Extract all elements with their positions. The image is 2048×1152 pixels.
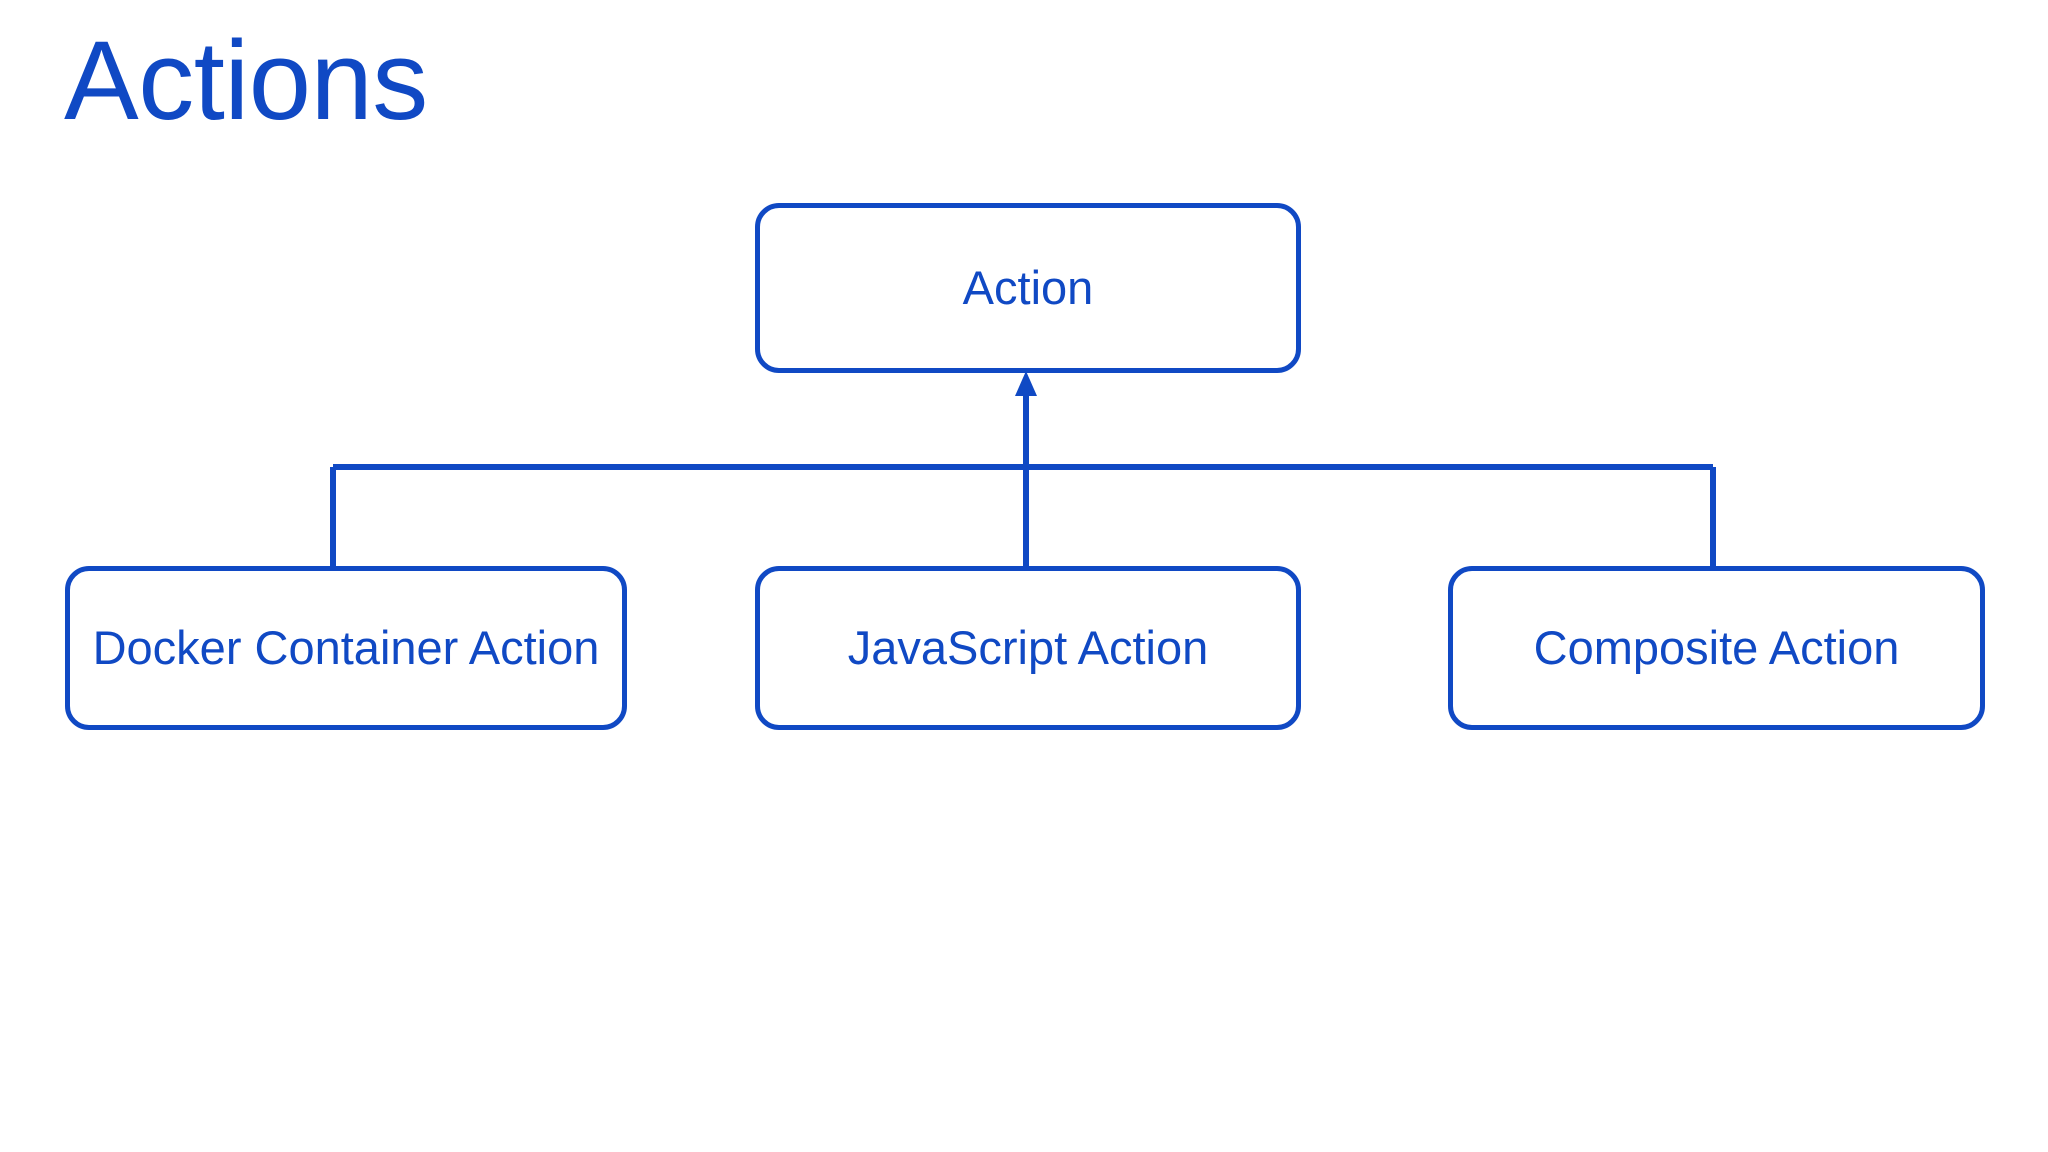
node-action[interactable]: Action	[755, 203, 1301, 373]
node-docker-container-action[interactable]: Docker Container Action	[65, 566, 627, 730]
page-title: Actions	[64, 18, 428, 143]
arrow-head-up-icon	[1015, 371, 1037, 396]
node-javascript-action[interactable]: JavaScript Action	[755, 566, 1301, 730]
node-javascript-action-label: JavaScript Action	[847, 621, 1209, 674]
node-docker-container-action-label: Docker Container Action	[92, 621, 600, 674]
node-composite-action-label: Composite Action	[1533, 621, 1900, 674]
node-composite-action[interactable]: Composite Action	[1448, 566, 1985, 730]
node-action-label: Action	[962, 261, 1094, 314]
